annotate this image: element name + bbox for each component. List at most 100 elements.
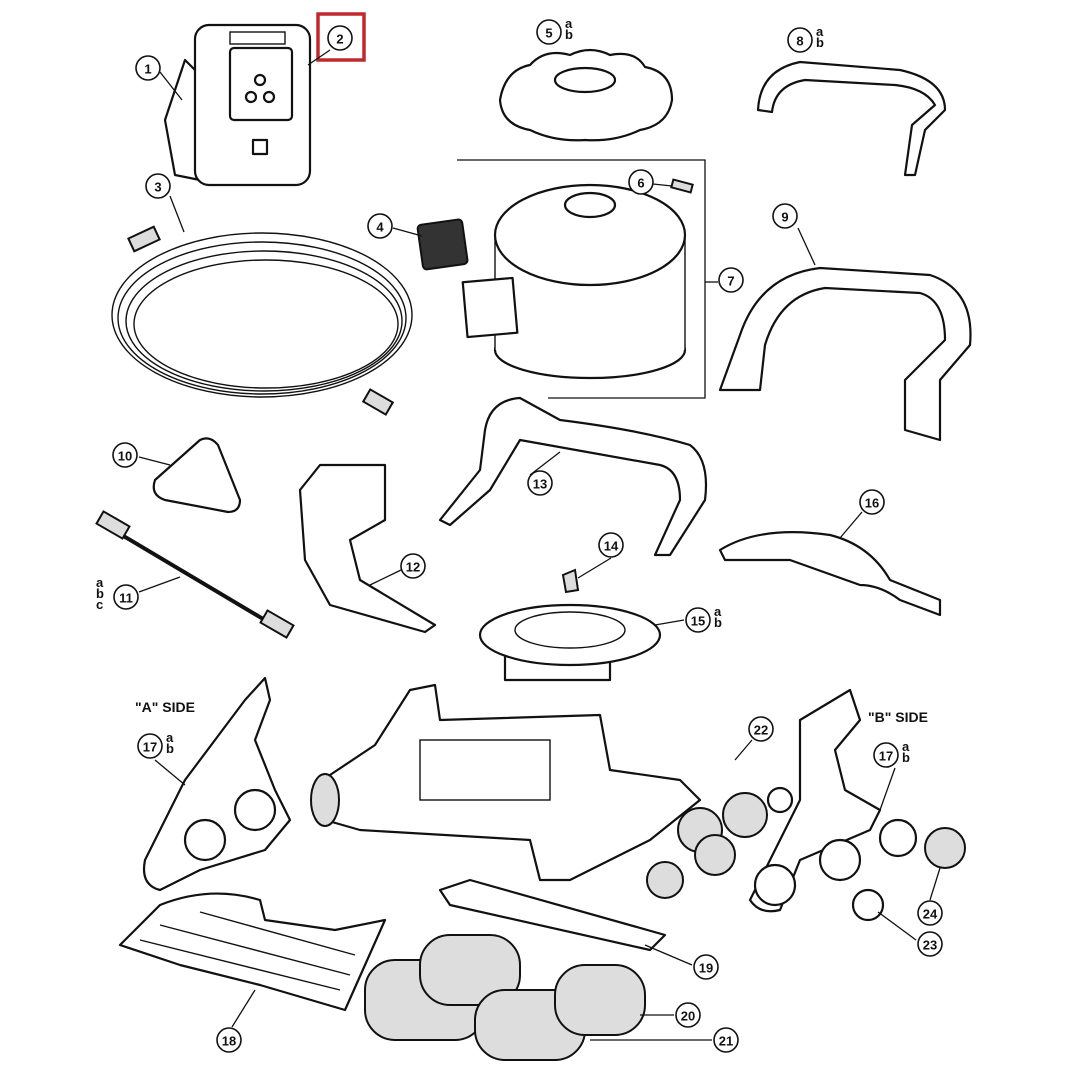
callout-number: 8	[796, 34, 803, 49]
callout-6: 6	[628, 169, 654, 195]
callout-circle	[693, 954, 719, 980]
drive-wheels	[646, 786, 794, 899]
callout-3: 3	[145, 173, 171, 199]
callout-circle	[718, 267, 744, 293]
callout-2: 2	[327, 25, 353, 51]
callout-22: 22	[748, 716, 774, 742]
callout-number: 15	[691, 614, 705, 629]
wheel-24	[924, 827, 966, 869]
callout-circle	[873, 742, 899, 768]
callout-4: 4	[367, 213, 393, 239]
callout-24: 24	[917, 900, 943, 926]
variant-letter: b	[565, 27, 573, 42]
variant-letter: a	[816, 24, 824, 39]
callout-20: 20	[675, 1002, 701, 1028]
callout-number: 20	[681, 1009, 695, 1024]
callout-10: 10	[112, 442, 138, 468]
callout-1: 1	[135, 55, 161, 81]
callout-number: 10	[118, 449, 132, 464]
callout-number: 21	[719, 1034, 733, 1049]
callout-18: 18	[216, 1027, 242, 1053]
callout-number: 17	[143, 740, 157, 755]
callout-number: 18	[222, 1034, 236, 1049]
variant-letter: c	[96, 597, 103, 612]
callout-circle	[527, 470, 553, 496]
callout-circle	[598, 532, 624, 558]
callout-12: 12	[400, 553, 426, 579]
callout-circle	[216, 1027, 242, 1053]
callout-circle	[367, 213, 393, 239]
handle-large	[718, 266, 972, 442]
callout-21: 21	[713, 1027, 739, 1053]
support-bar	[438, 878, 667, 952]
side-cover	[718, 531, 942, 617]
callout-circle	[628, 169, 654, 195]
variant-letter: b	[714, 615, 722, 630]
callout-number: 22	[754, 723, 768, 738]
side-bracket	[298, 463, 437, 634]
callout-14: 14	[598, 532, 624, 558]
callout-number: 1	[144, 62, 151, 77]
callout-5: 5ab	[536, 16, 573, 45]
callout-circle	[327, 25, 353, 51]
callout-circle	[135, 55, 161, 81]
filter-basket	[118, 892, 387, 1012]
callout-circle	[917, 900, 943, 926]
power-supply	[163, 23, 312, 187]
variant-letter: a	[166, 730, 174, 745]
callout-8: 8ab	[787, 24, 824, 53]
impeller-disc	[478, 603, 662, 682]
small-clip	[670, 178, 694, 194]
variant-letter: a	[565, 16, 573, 31]
chassis	[310, 683, 702, 882]
callout-circle	[113, 584, 139, 610]
callout-13: 13	[527, 470, 553, 496]
variant-letter: b	[166, 741, 174, 756]
hub-23	[851, 888, 885, 922]
callout-number: 6	[637, 176, 644, 191]
variant-letter: a	[902, 739, 910, 754]
callout-9: 9	[772, 203, 798, 229]
filter-part	[416, 218, 469, 271]
callout-circle	[787, 27, 813, 53]
callout-number: 4	[376, 220, 384, 235]
callout-circle	[713, 1027, 739, 1053]
callout-number: 24	[923, 907, 938, 922]
callout-circle	[917, 931, 943, 957]
variant-letter: b	[816, 35, 824, 50]
side-plate-b	[748, 688, 882, 913]
callout-number: 12	[406, 560, 420, 575]
variant-letter: a	[96, 575, 104, 590]
variant-letter: b	[902, 750, 910, 765]
handle-arch	[438, 396, 708, 557]
floating-cable	[111, 225, 413, 416]
top-cover	[498, 48, 674, 142]
callout-23: 23	[917, 931, 943, 957]
callout-number: 7	[727, 274, 734, 289]
callout-circle	[859, 489, 885, 515]
handle-small	[756, 60, 947, 177]
callout-circle	[772, 203, 798, 229]
callout-circle	[145, 173, 171, 199]
callout-number: 19	[699, 961, 713, 976]
motor-unit	[457, 159, 706, 399]
callout-circle	[748, 716, 774, 742]
callout-number: 5	[545, 26, 552, 41]
triangle-handle-grip	[152, 437, 242, 514]
leader-lines	[138, 49, 941, 1041]
callout-number: 23	[923, 938, 937, 953]
side-plate-a	[142, 676, 292, 892]
callout-number: 9	[781, 210, 788, 225]
variant-letter: b	[96, 586, 104, 601]
cable-connector	[95, 510, 295, 639]
callout-number: 2	[336, 32, 343, 47]
callout-number: 3	[154, 180, 161, 195]
brushes	[364, 934, 646, 1061]
callout-7: 7	[718, 267, 744, 293]
